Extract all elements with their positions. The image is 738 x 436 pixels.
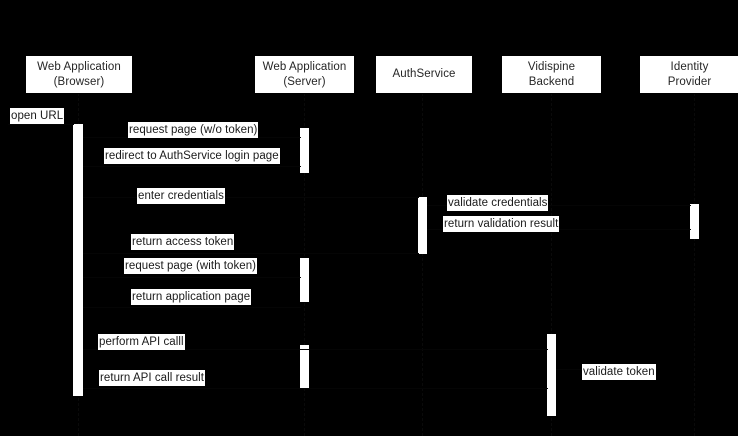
message-line-m4	[83, 197, 419, 198]
participant-label-line2: (Browser)	[53, 75, 105, 88]
message-label-return-validation-result: return validation result	[443, 216, 560, 232]
message-line-m11	[556, 369, 584, 370]
activation-bar-vidispine	[547, 334, 556, 416]
message-label-validate-token: validate token	[582, 364, 656, 380]
participant-label-line1: Web Application	[37, 60, 121, 73]
participant-label-line1: Identity	[670, 60, 709, 73]
participant-label-line2: Backend	[528, 75, 575, 88]
participant-box-identity-provider[interactable]: Identity Provider	[639, 55, 738, 94]
message-label-enter-credentials: enter credentials	[137, 188, 225, 204]
activation-bar-identity-provider	[690, 204, 699, 239]
participant-label-line2: Provider	[667, 75, 712, 88]
message-label-open-url: open URL	[10, 108, 65, 124]
participant-box-server[interactable]: Web Application (Server)	[254, 55, 355, 94]
participant-label-line1: Vidispine	[527, 60, 576, 73]
message-line-m8	[83, 277, 301, 278]
lifeline-auth	[422, 93, 423, 436]
activation-bar-server-3	[300, 345, 309, 389]
message-line-m10	[83, 349, 548, 350]
message-line-m7	[83, 253, 419, 254]
participant-label-line1: AuthService	[392, 68, 456, 80]
message-line-m3	[83, 166, 301, 167]
message-label-return-access-token: return access token	[131, 234, 235, 250]
message-label-redirect-to-authservice-login: redirect to AuthService login page	[104, 148, 280, 164]
participant-box-browser[interactable]: Web Application (Browser)	[25, 55, 133, 94]
activation-bar-server-1	[300, 128, 309, 173]
message-line-m12	[83, 388, 548, 389]
message-line-m1	[8, 124, 74, 125]
message-line-m9	[83, 307, 301, 308]
activation-bar-authservice	[418, 197, 427, 254]
activation-bar-browser	[73, 124, 83, 396]
message-label-return-api-call-result: return API call result	[99, 370, 206, 386]
message-label-request-page-with-token: request page (with token)	[124, 258, 258, 274]
participant-box-authservice[interactable]: AuthService	[375, 55, 473, 94]
activation-bar-server-2	[300, 258, 309, 302]
message-line-m5	[427, 205, 691, 206]
message-label-perform-api-call: perform API calll	[98, 334, 185, 350]
message-label-validate-credentials: validate credentials	[447, 195, 549, 211]
lifeline-idp	[694, 93, 695, 436]
participant-box-vidispine-backend[interactable]: Vidispine Backend	[501, 55, 602, 94]
participant-label-line1: Web Application	[262, 60, 347, 73]
participant-label-line2: (Server)	[283, 75, 326, 88]
message-label-request-page-wo-token: request page (w/o token)	[128, 122, 259, 138]
message-label-return-application-page: return application page	[131, 289, 252, 305]
lifeline-vidispine	[551, 93, 552, 436]
